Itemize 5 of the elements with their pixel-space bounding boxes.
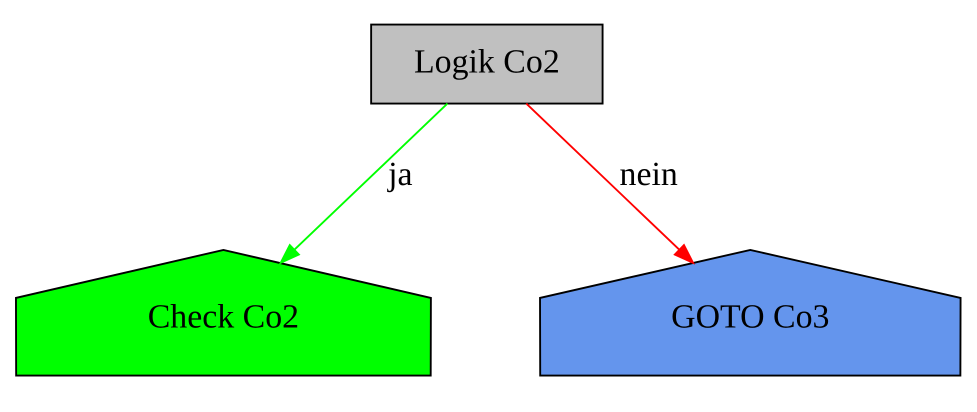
edge-label: ja <box>388 156 413 193</box>
node-box: Logik Co2 <box>370 23 604 104</box>
arrow <box>278 102 448 264</box>
arrow <box>526 102 696 264</box>
edge-label: nein <box>620 156 678 193</box>
